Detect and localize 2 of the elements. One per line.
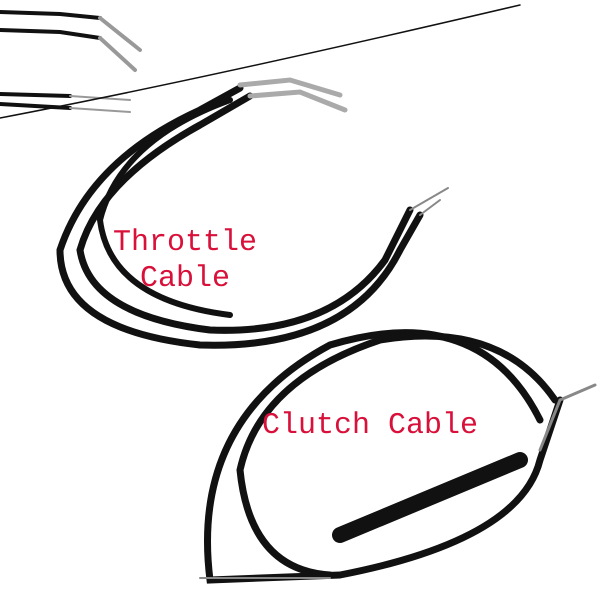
- cable-label: Clutch Cable: [260, 408, 480, 444]
- cable-label: Throttle Cable: [112, 225, 258, 297]
